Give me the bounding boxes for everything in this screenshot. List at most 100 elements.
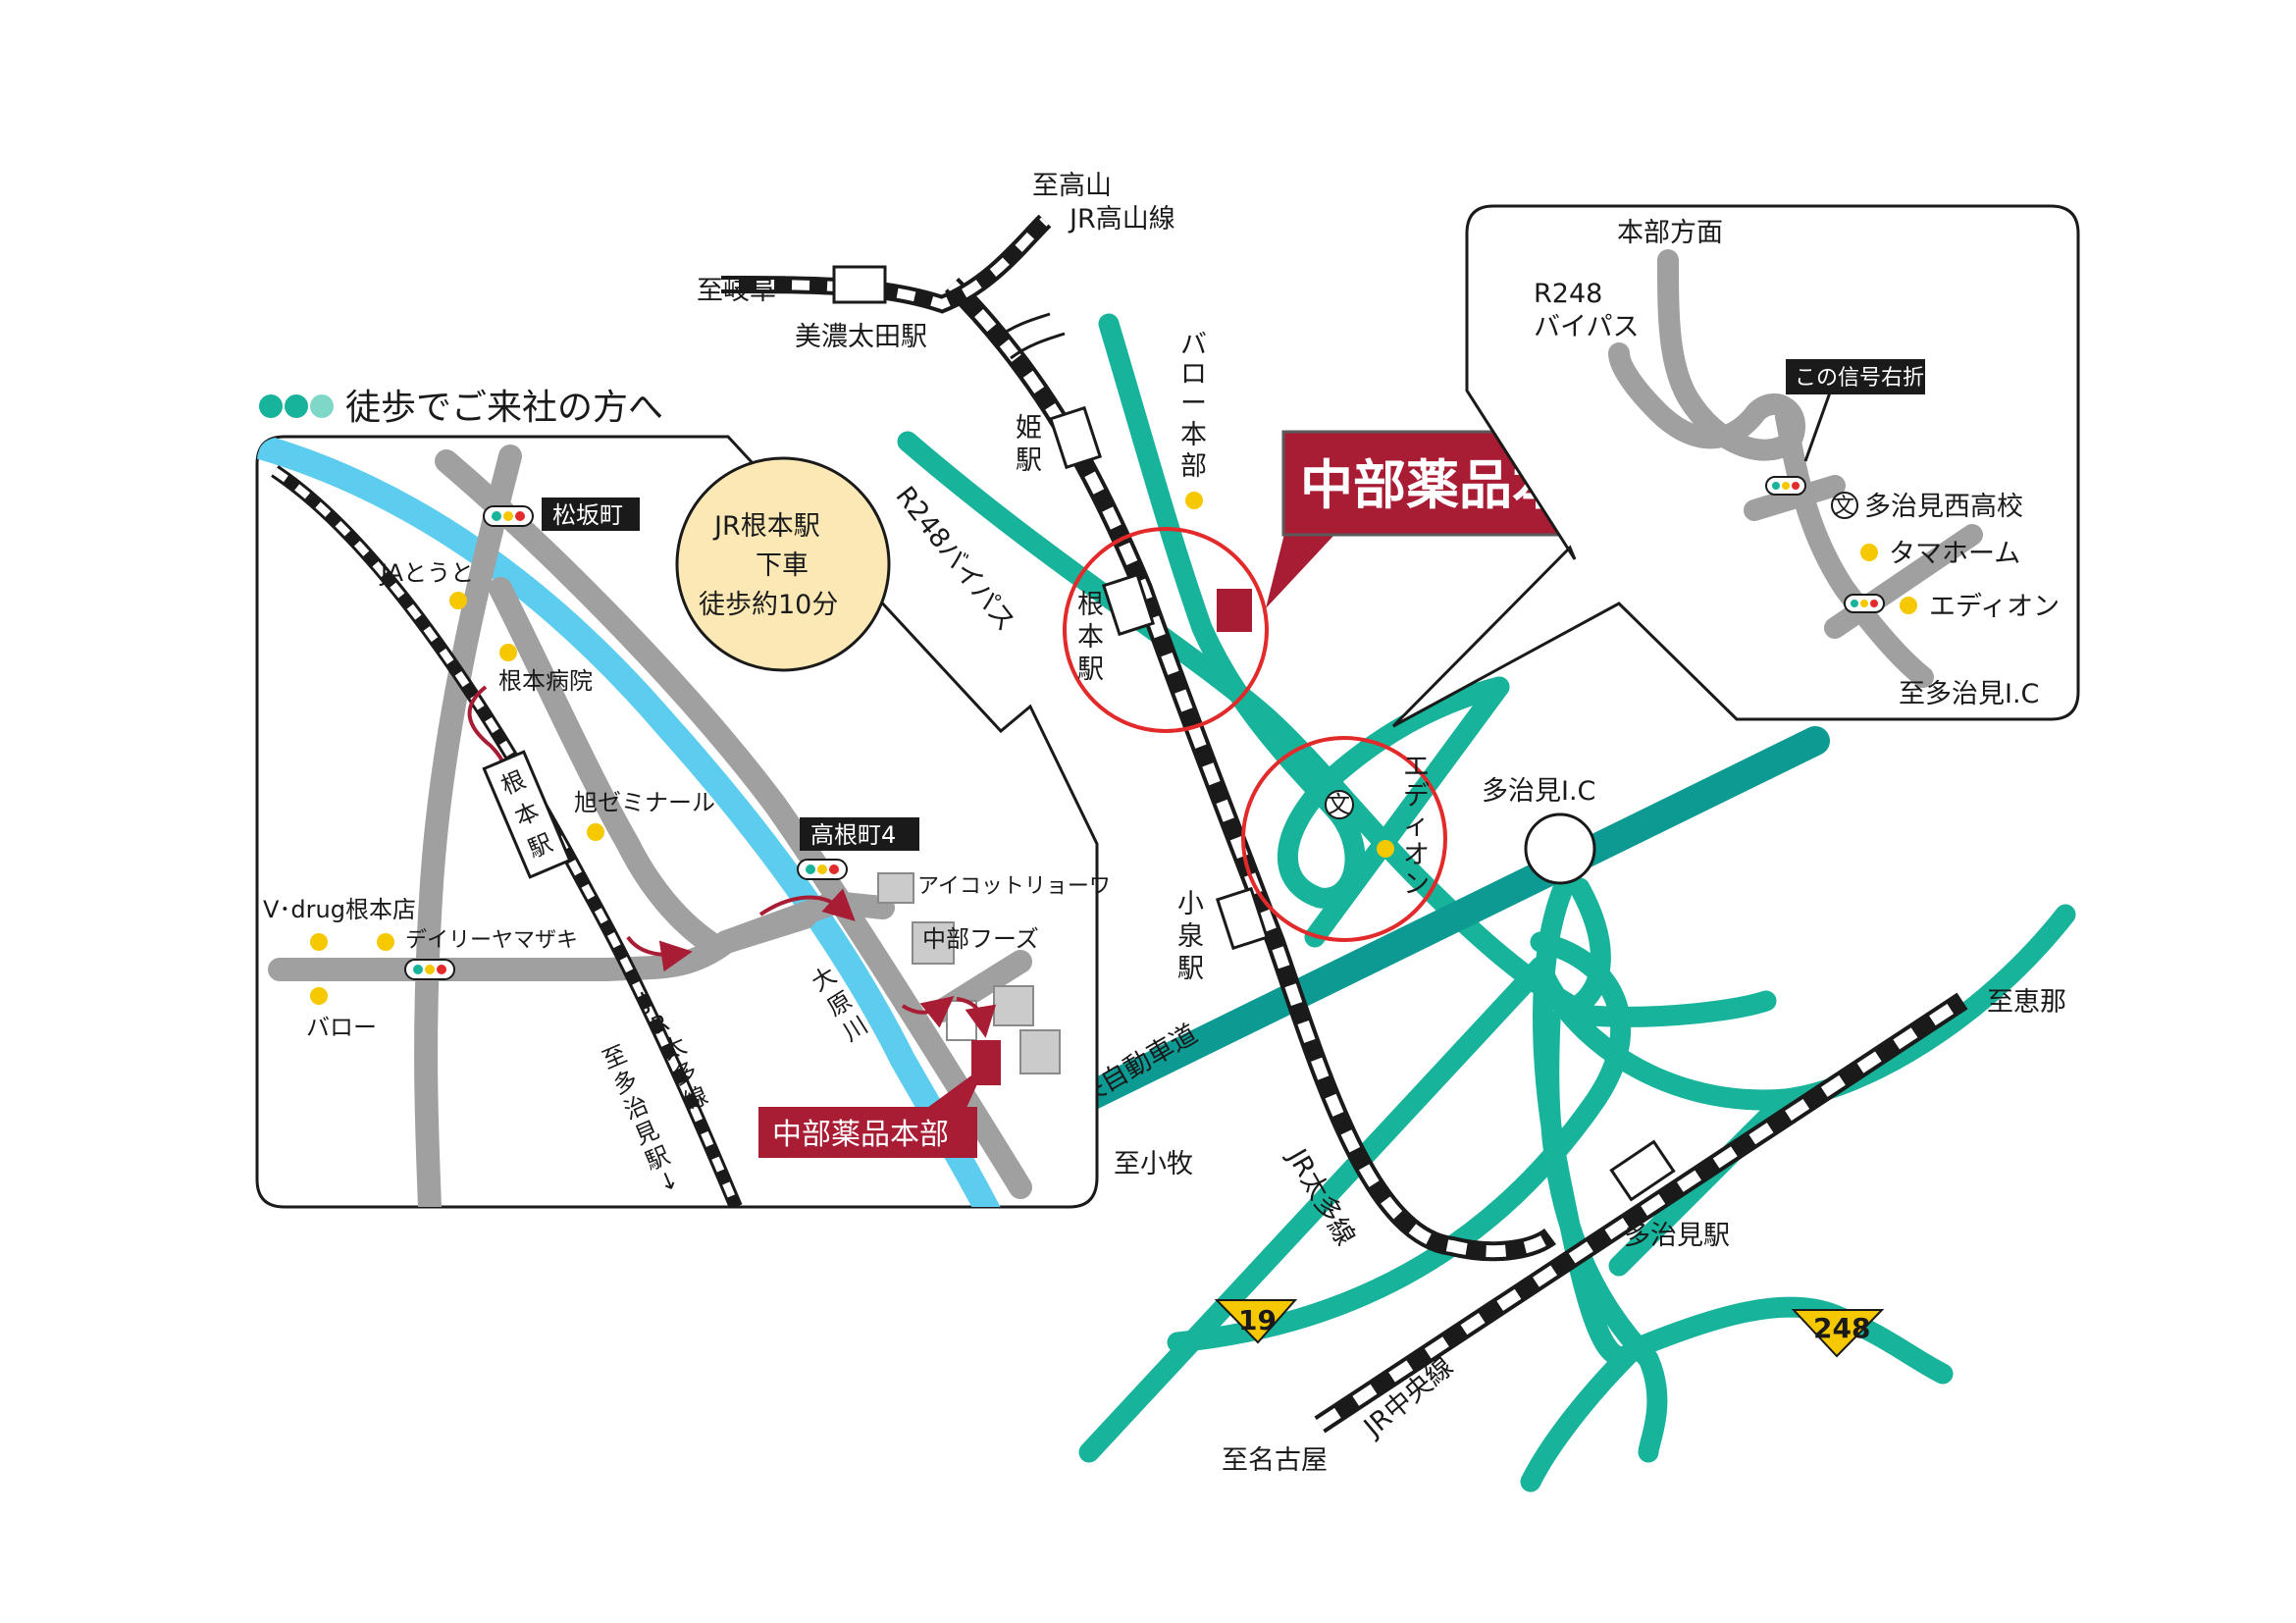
ja-label: JAとうと bbox=[379, 559, 474, 587]
turn-right-label: この信号右折 bbox=[1795, 366, 1924, 391]
barlow-hq-poi bbox=[1185, 492, 1203, 509]
road-north-east bbox=[1304, 676, 1510, 948]
walk-info-bubble bbox=[675, 456, 891, 672]
detail-school-mark-text: 文 bbox=[1833, 495, 1854, 519]
aicot-building bbox=[877, 872, 914, 904]
detail-direction: 本部方面 bbox=[1617, 218, 1723, 248]
ja-poi bbox=[449, 592, 467, 609]
detail-to-ic: 至多治見I.C bbox=[1899, 679, 2039, 709]
chubu-foods-label: 中部フーズ bbox=[922, 925, 1039, 953]
line-break-mark bbox=[995, 312, 1066, 360]
koizumi-station-1: 小 bbox=[1177, 889, 1204, 919]
detail-school: 多治見西高校 bbox=[1864, 492, 2023, 522]
detail-signal-1 bbox=[1765, 476, 1806, 496]
route-arrow-2 bbox=[626, 935, 693, 972]
detail-bypass-1: R248 bbox=[1534, 279, 1602, 309]
title-dot-3 bbox=[310, 394, 334, 418]
barlow-hq-4: 本 bbox=[1180, 420, 1207, 450]
seminar-poi bbox=[587, 823, 604, 841]
koizumi-station-box bbox=[1215, 886, 1270, 951]
hospital-poi bbox=[499, 644, 517, 661]
walking-inset: 徒歩でご来社の方へ bbox=[255, 388, 1111, 1209]
vdrug-label: V･drug根本店 bbox=[263, 896, 416, 923]
road-south bbox=[1533, 863, 1668, 1463]
walking-nemoto-station: 根 本 駅 bbox=[482, 750, 572, 879]
barlow-hq-2: ロ bbox=[1180, 359, 1207, 390]
walking-callout-box bbox=[758, 1107, 977, 1158]
green-roads bbox=[897, 313, 2076, 1492]
bubble-line-1: JR根本駅 bbox=[712, 511, 820, 542]
walking-title: 徒歩でご来社の方へ bbox=[345, 388, 663, 428]
matsuzaka-label: 松坂町 bbox=[552, 501, 623, 529]
nemoto-station-2: 本 bbox=[1077, 622, 1104, 653]
takayama-line bbox=[720, 214, 1052, 314]
signal-takanecho bbox=[797, 859, 848, 880]
turn-right-tag bbox=[1786, 359, 1925, 394]
route-248-shield: 248 bbox=[1791, 1309, 1885, 1358]
signal-daily bbox=[404, 959, 455, 980]
himi-station-2: 駅 bbox=[1016, 445, 1042, 476]
nemoto-station-box bbox=[1101, 572, 1156, 637]
title-dot-1 bbox=[259, 394, 283, 418]
takanecho-label: 高根町4 bbox=[810, 821, 896, 849]
mino-ota-station-box bbox=[832, 265, 887, 304]
building-a bbox=[993, 985, 1034, 1026]
r248-bypass-label: R248バイパス bbox=[889, 481, 1020, 637]
to-ena: 至恵那 bbox=[1987, 987, 2066, 1018]
edion-4: オ bbox=[1403, 840, 1430, 870]
to-gifu: 至岐阜 bbox=[697, 276, 776, 306]
barlow-label: バロー bbox=[306, 1014, 377, 1041]
gray-road-vertical bbox=[414, 445, 522, 1207]
detail-tama-home: タマホーム bbox=[1889, 539, 2020, 569]
koizumi-station-2: 泉 bbox=[1177, 921, 1204, 952]
gray-road-diagonal-2 bbox=[489, 577, 728, 959]
walking-callout-pointer bbox=[913, 1065, 986, 1119]
seminar-label: 旭ゼミナール bbox=[574, 789, 715, 816]
aicot-label: アイコットリョーワ bbox=[917, 874, 1111, 899]
tajimi-station-label: 多治見駅 bbox=[1624, 1221, 1730, 1251]
signal-matsuzaka bbox=[483, 505, 534, 527]
detail-road-west bbox=[1744, 475, 1846, 521]
detail-bypass-2: バイパス bbox=[1534, 312, 1639, 342]
detail-school-mark bbox=[1831, 492, 1858, 519]
building-b bbox=[1019, 1029, 1061, 1074]
barlow-poi bbox=[310, 987, 328, 1005]
chuo-expressway bbox=[1050, 726, 1830, 1124]
himi-station-box bbox=[1048, 405, 1103, 470]
nemoto-area-circle bbox=[1063, 527, 1269, 733]
chubu-foods-building bbox=[912, 921, 955, 965]
takayama-line-label: JR高山線 bbox=[1068, 204, 1175, 235]
parking-area bbox=[946, 1000, 977, 1041]
edion-3: ィ bbox=[1403, 811, 1430, 841]
mino-ota-station: 美濃太田駅 bbox=[795, 322, 927, 352]
detail-edion: エディオン bbox=[1929, 592, 2060, 622]
bubble-line-3: 徒歩約10分 bbox=[699, 590, 838, 620]
school-mark bbox=[1325, 790, 1354, 819]
tajimi-station-box bbox=[1609, 1139, 1676, 1202]
route-arrow-4 bbox=[901, 996, 955, 1028]
route-19-shield: 19 bbox=[1214, 1299, 1298, 1344]
edion-2: デ bbox=[1403, 781, 1430, 812]
walking-callout-text: 中部薬品本部 bbox=[772, 1118, 949, 1152]
route-19-text: 19 bbox=[1238, 1304, 1277, 1336]
detail-inset-frame bbox=[1391, 204, 2080, 728]
company-marker bbox=[1217, 589, 1252, 632]
barlow-hq-5: 部 bbox=[1180, 451, 1207, 482]
tajimi-ic-label: 多治見I.C bbox=[1482, 776, 1595, 807]
himi-station-1: 姫 bbox=[1016, 413, 1042, 444]
route-arrow-3 bbox=[758, 888, 856, 921]
edion-1: エ bbox=[1403, 752, 1430, 782]
nemoto-station-1: 根 bbox=[1077, 590, 1104, 620]
detail-edion-poi bbox=[1900, 597, 1917, 614]
tama-home-poi bbox=[1860, 544, 1878, 561]
bubble-line-2: 下車 bbox=[756, 550, 809, 581]
detail-signal-2 bbox=[1844, 594, 1885, 613]
nemoto-station-3: 駅 bbox=[1077, 654, 1104, 685]
title-dot-2 bbox=[285, 394, 308, 418]
tajimi-ic-circle bbox=[1524, 812, 1596, 885]
road-from-ic bbox=[1559, 877, 1611, 1021]
daily-label: デイリーヤマザキ bbox=[405, 928, 578, 953]
to-takayama: 至高山 bbox=[1032, 171, 1112, 201]
barlow-hq-1: バ bbox=[1180, 330, 1207, 360]
matsuzaka-tag bbox=[542, 497, 640, 531]
